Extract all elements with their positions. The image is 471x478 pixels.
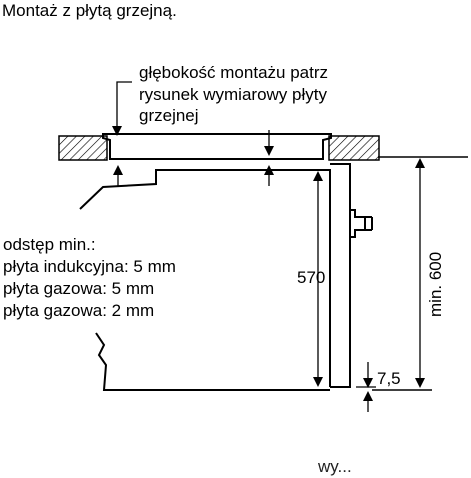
clearance-item: płyta indukcyjna: 5 mm bbox=[3, 257, 176, 276]
countertop-left bbox=[58, 135, 108, 161]
dimension-570-label: 570 bbox=[297, 268, 325, 287]
oven-body bbox=[79, 163, 373, 391]
clearance-arrow-right bbox=[264, 165, 274, 186]
diagram-title: Montaż z płytą grzejną. bbox=[2, 1, 177, 20]
depth-note-line1: głębokość montażu patrz bbox=[139, 63, 328, 82]
clearance-arrow-left bbox=[113, 165, 123, 186]
hob-plate bbox=[102, 133, 332, 160]
depth-note-line3: grzejnej bbox=[139, 106, 199, 125]
clearance-item: płyta gazowa: 5 mm bbox=[3, 279, 154, 298]
countertop-right bbox=[328, 135, 380, 161]
dimension-min-600-label: min. 600 bbox=[426, 252, 445, 317]
hob-depth-arrow bbox=[264, 130, 274, 156]
depth-note-line2: rysunek wymiarowy płyty bbox=[139, 85, 327, 104]
dimension-7-5 bbox=[356, 362, 376, 412]
dimension-570 bbox=[313, 171, 323, 387]
dimension-7-5-label: 7,5 bbox=[377, 369, 401, 388]
depth-leader bbox=[112, 81, 132, 136]
clearance-item: płyta gazowa: 2 mm bbox=[3, 301, 154, 320]
clearance-heading: odstęp min.: bbox=[3, 235, 96, 254]
watermark-text: wy... bbox=[317, 457, 352, 476]
dimension-min-600 bbox=[372, 158, 432, 391]
